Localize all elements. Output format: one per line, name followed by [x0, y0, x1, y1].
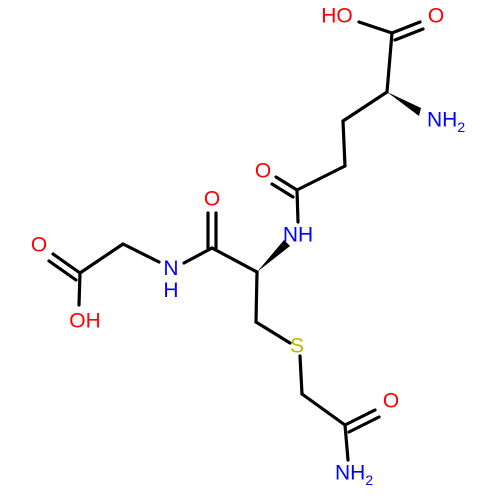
- bond-cooh-left-o-b: [47, 259, 78, 282]
- bond-cbeta-cgamma: [341, 119, 347, 168]
- wedge-bond-cys-nh: [257, 240, 290, 272]
- bond-c-o-double-top-b: [393, 27, 425, 42]
- bond-c-oh-top: [357, 20, 394, 35]
- bond-camide1-o-b: [270, 182, 295, 199]
- bond-s-ch2: [298, 354, 304, 396]
- cooh-left-o-label: O: [31, 234, 47, 257]
- nh-mid-label: NH: [283, 224, 313, 247]
- sulfur-label: S: [290, 335, 304, 358]
- amide2-o-label: O: [204, 188, 220, 211]
- wedge-bond-calpha-nh2: [387, 92, 421, 116]
- bond-ch2-camide3: [300, 392, 347, 427]
- bond-cysalpha-ch2: [254, 270, 259, 324]
- nh2-bottom-subscript: 2: [365, 472, 373, 488]
- bond-camide3-o-b: [347, 415, 381, 434]
- cooh-top-o-label: O: [428, 5, 444, 28]
- bond-cgamma-camide: [295, 164, 347, 192]
- amide3-o-label: O: [383, 390, 399, 413]
- bond-c-calpha-top: [385, 31, 394, 94]
- bond-camide3-o-a: [343, 408, 377, 427]
- bond-camide1-nh: [295, 188, 300, 224]
- bond-nh-glych2: [121, 242, 161, 264]
- bond-cooh-left-oh: [77, 271, 82, 307]
- amide1-o-label: O: [255, 160, 271, 183]
- bond-cooh-left-o-a: [51, 252, 82, 275]
- bond-ch2-s: [254, 320, 292, 345]
- bond-c-o-double-top-a: [390, 20, 422, 35]
- bond-calpha-cbeta: [341, 90, 389, 123]
- bond-camide1-o-a: [274, 175, 299, 192]
- cooh-left-oh-label: OH: [69, 310, 101, 333]
- bond-camide3-nh2: [343, 423, 350, 462]
- nh2-top-subscript: 2: [457, 119, 465, 135]
- bond-glych2-cooh: [78, 242, 125, 275]
- nh2-top-label: NH2: [427, 109, 465, 135]
- cooh-top-oh-label: HO: [321, 5, 353, 28]
- bond-camide2-nh: [182, 246, 214, 265]
- nh2-bottom-label: NH2: [335, 462, 373, 488]
- bond-cysalpha-camide2: [210, 246, 259, 274]
